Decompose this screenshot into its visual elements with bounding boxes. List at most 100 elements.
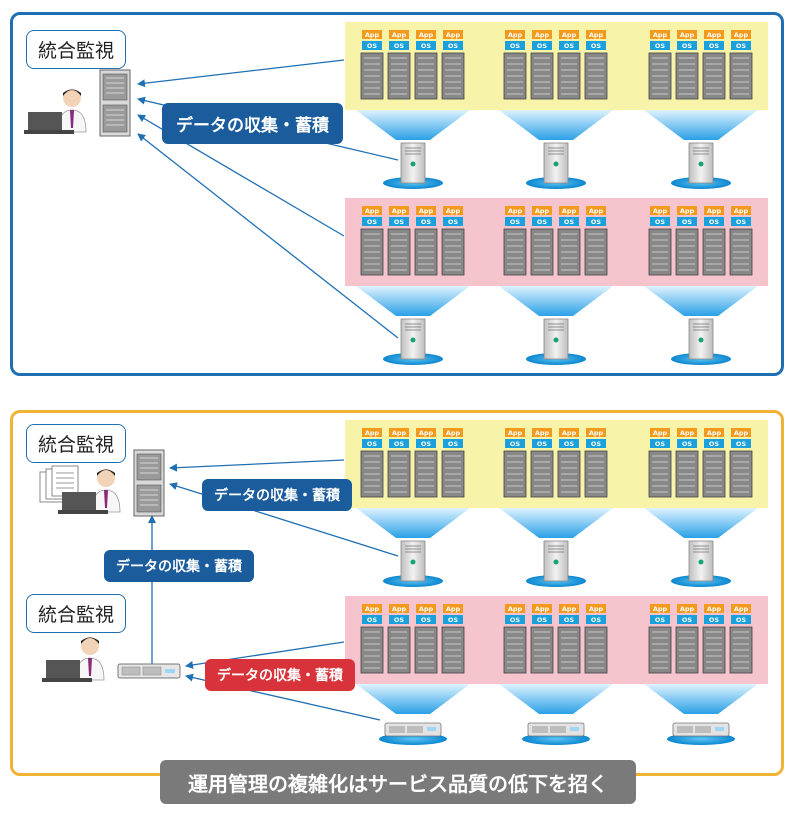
aggregation-funnel [644, 684, 758, 714]
svg-text:App: App [653, 207, 668, 215]
monitor-flat-server [117, 663, 181, 679]
svg-text:App: App [535, 429, 550, 437]
svg-text:App: App [365, 31, 380, 39]
svg-text:App: App [365, 605, 380, 613]
svg-text:App: App [734, 429, 749, 437]
svg-text:App: App [392, 429, 407, 437]
aggregation-funnel [499, 286, 613, 316]
svg-text:App: App [392, 605, 407, 613]
svg-text:OS: OS [421, 218, 432, 226]
svg-text:App: App [535, 605, 550, 613]
svg-text:OS: OS [736, 440, 747, 448]
aggregation-funnel [356, 508, 470, 538]
svg-text:OS: OS [367, 440, 378, 448]
svg-text:App: App [446, 605, 461, 613]
physical-server-tower [383, 142, 443, 189]
svg-text:OS: OS [367, 218, 378, 226]
svg-text:OS: OS [564, 42, 575, 50]
aggregation-funnel [356, 684, 470, 714]
svg-text:OS: OS [709, 218, 720, 226]
svg-text:App: App [392, 31, 407, 39]
svg-text:OS: OS [448, 42, 459, 50]
svg-text:App: App [653, 31, 668, 39]
physical-server-tower [526, 540, 586, 587]
data-collection-tag: データの収集・蓄積 [202, 479, 352, 511]
physical-server-tower [526, 318, 586, 365]
svg-text:OS: OS [736, 616, 747, 624]
document-stack-icon [39, 465, 79, 503]
aggregation-funnel [356, 110, 470, 140]
aggregation-funnel [644, 508, 758, 538]
svg-text:App: App [707, 207, 722, 215]
svg-text:OS: OS [394, 440, 405, 448]
physical-server-tower [671, 318, 731, 365]
svg-text:App: App [419, 207, 434, 215]
svg-text:OS: OS [655, 616, 666, 624]
svg-text:OS: OS [682, 616, 693, 624]
data-collection-tag-red: データの収集・蓄積 [205, 659, 355, 691]
svg-text:OS: OS [591, 42, 602, 50]
integrated-monitoring-label: 統合監視 [26, 30, 127, 69]
svg-text:OS: OS [736, 42, 747, 50]
svg-text:OS: OS [682, 218, 693, 226]
svg-text:OS: OS [394, 218, 405, 226]
aggregation-funnel [499, 508, 613, 538]
svg-text:App: App [419, 605, 434, 613]
svg-text:App: App [707, 605, 722, 613]
physical-server-tower [383, 540, 443, 587]
svg-text:App: App [653, 605, 668, 613]
svg-text:OS: OS [367, 42, 378, 50]
svg-text:OS: OS [394, 42, 405, 50]
svg-text:OS: OS [421, 440, 432, 448]
svg-text:App: App [680, 429, 695, 437]
arrow-line [169, 459, 345, 472]
svg-text:App: App [562, 605, 577, 613]
svg-text:OS: OS [510, 42, 521, 50]
svg-text:App: App [562, 429, 577, 437]
svg-text:App: App [589, 207, 604, 215]
svg-text:App: App [653, 429, 668, 437]
svg-text:OS: OS [510, 440, 521, 448]
svg-text:OS: OS [537, 42, 548, 50]
svg-text:OS: OS [591, 616, 602, 624]
svg-text:OS: OS [510, 616, 521, 624]
physical-server-flat [379, 722, 447, 745]
svg-text:OS: OS [448, 616, 459, 624]
svg-text:OS: OS [421, 616, 432, 624]
aggregation-funnel [644, 110, 758, 140]
svg-text:OS: OS [709, 616, 720, 624]
svg-text:App: App [419, 429, 434, 437]
svg-text:OS: OS [537, 218, 548, 226]
svg-text:OS: OS [421, 42, 432, 50]
